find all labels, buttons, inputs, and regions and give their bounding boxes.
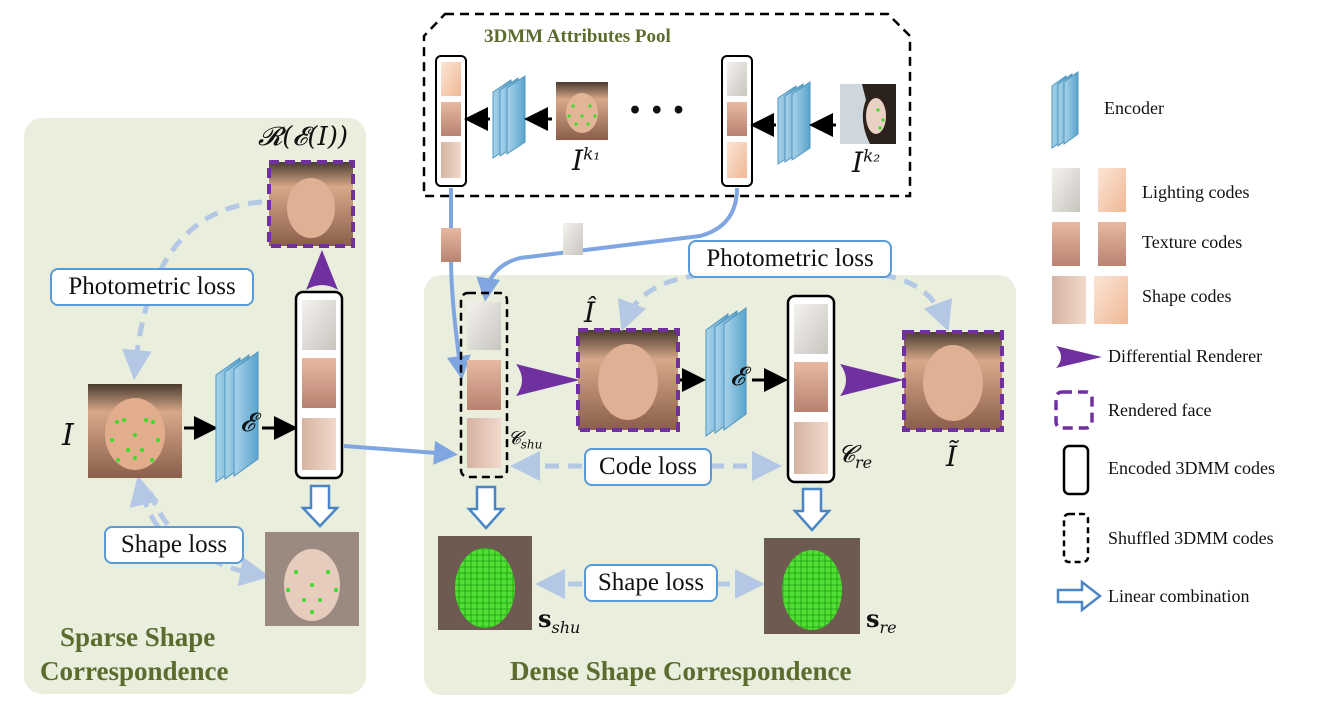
attributes-pool-box <box>422 12 912 198</box>
legend-texture-icon-1 <box>1052 222 1080 266</box>
pool-title: 3DMM Attributes Pool <box>484 26 671 47</box>
legend-shape-icon-2 <box>1094 276 1128 324</box>
dots-label: • • • <box>628 98 686 124</box>
shape-loss-left: Shape loss <box>104 526 244 564</box>
dense-encoder <box>705 307 747 437</box>
ik1-label: Ik₁ <box>572 144 600 177</box>
legend-shuffled-icon <box>1062 512 1090 564</box>
legend-encoded: Encoded 3DMM codes <box>1108 458 1275 478</box>
i-hat-label: Î <box>584 296 596 329</box>
legend-lighting-icon-2 <box>1098 168 1126 212</box>
c-shu-sub: shu <box>520 437 543 452</box>
renderer-arrow-1 <box>516 364 580 396</box>
c-re-label: 𝓒re <box>838 440 872 472</box>
legend-encoder-icon <box>1051 71 1079 149</box>
ik2-label: Ik₂ <box>852 146 880 179</box>
ik1-sup: k₁ <box>583 144 601 165</box>
legend-renderer: Differential Renderer <box>1108 346 1263 366</box>
s-re-sub: re <box>879 617 897 637</box>
renderer-arrow-2 <box>840 364 904 396</box>
linear-arrow-sparse <box>300 484 340 528</box>
sparse-encoder <box>215 351 259 483</box>
c-re-base: 𝓒 <box>838 440 855 468</box>
photometric-loss-right: Photometric loss <box>688 240 892 278</box>
linear-arrow-shu <box>466 485 506 530</box>
legend-renderer-icon <box>1056 346 1102 368</box>
rendered-face-i-tilde <box>902 330 1004 432</box>
legend-texture-icon-2 <box>1098 222 1126 266</box>
c-shu-label: 𝓒shu <box>508 428 542 452</box>
legend-linear-icon <box>1056 579 1103 613</box>
s-shu-label: sshu <box>538 604 580 637</box>
legend-texture: Texture codes <box>1142 232 1243 252</box>
s-shu-base: s <box>538 604 552 633</box>
legend-encoder: Encoder <box>1104 98 1164 118</box>
dense-title: Dense Shape Correspondence <box>510 656 852 686</box>
sparse-title-1: Sparse Shape <box>60 622 216 652</box>
rendered-face-sparse <box>267 160 355 248</box>
legend-shape: Shape codes <box>1142 286 1232 306</box>
legend-rendered-icon <box>1054 390 1094 430</box>
legend-shuffled: Shuffled 3DMM codes <box>1108 528 1274 548</box>
s-shu-sub: shu <box>551 617 581 637</box>
shape-loss-right: Shape loss <box>584 564 718 602</box>
render-encode-label: 𝓡(𝓔(I)) <box>258 122 349 152</box>
s-re-label: sre <box>866 604 897 637</box>
encoder-e-dense: 𝓔 <box>730 362 745 392</box>
code-loss: Code loss <box>584 448 712 486</box>
s-re-base: s <box>866 604 880 633</box>
c-re-sub: re <box>855 452 873 472</box>
i-tilde-label: Ĩ <box>946 440 958 473</box>
legend-encoded-icon <box>1062 444 1090 496</box>
input-i-label: I <box>62 418 74 453</box>
ik2-sup: k₂ <box>863 146 881 167</box>
c-shu-base: 𝓒 <box>508 428 521 449</box>
floating-texture-code <box>441 228 461 262</box>
photometric-loss-left: Photometric loss <box>50 268 254 306</box>
sparse-title-2: Correspondence <box>40 656 229 686</box>
ik1-base: I <box>572 144 584 177</box>
legend-rendered: Rendered face <box>1108 400 1212 420</box>
pool-encoder-2 <box>777 81 811 165</box>
floating-lighting-code <box>563 223 583 255</box>
pool-encoder-1 <box>492 75 526 159</box>
legend-linear: Linear combination <box>1108 586 1250 606</box>
linear-arrow-re <box>792 487 832 532</box>
shuffled-code-column <box>459 291 509 479</box>
renderer-arrow-sparse <box>306 250 338 290</box>
encoder-e-sparse: 𝓔 <box>240 408 255 438</box>
legend-shape-icon-1 <box>1052 276 1086 324</box>
legend-lighting: Lighting codes <box>1142 182 1250 202</box>
ik2-base: I <box>852 146 864 179</box>
legend-lighting-icon-1 <box>1052 168 1080 212</box>
